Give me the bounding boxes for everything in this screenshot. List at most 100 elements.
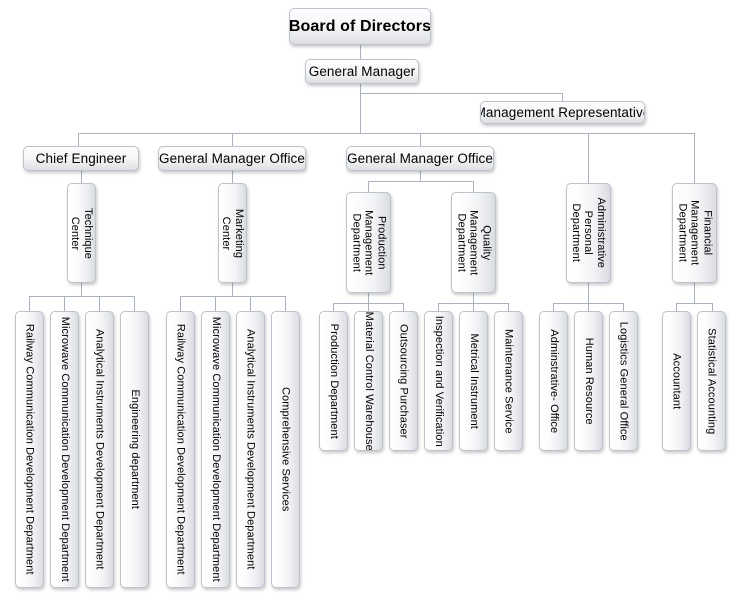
node-production-management-department[interactable]: Production Management Department	[346, 192, 391, 293]
node-label-line: Administrative	[595, 197, 608, 269]
node-leaf-human-resource[interactable]: Human Resource	[574, 311, 603, 451]
node-label-line: Quality	[480, 225, 493, 260]
node-label-line: Technique	[82, 207, 94, 259]
connector-bus-drop-chief	[78, 133, 79, 146]
node-label-rotated: Inspection and Verification	[432, 315, 445, 446]
node-label-rotated: Production Management Department	[350, 210, 387, 275]
connector-group2-drop-4	[285, 296, 286, 311]
connector-group6-bus	[676, 303, 712, 304]
node-leaf-maintenance-service[interactable]: Maintenance Service	[494, 311, 523, 451]
node-label: Chief Engineer	[35, 151, 127, 166]
node-technique-center[interactable]: Technique Center	[67, 183, 96, 283]
node-leaf-comprehensive-services[interactable]: Comprehensive Services	[271, 311, 300, 588]
connector-gmo2-drop-quality	[473, 181, 474, 192]
node-leaf-metrical-instrument[interactable]: Metrical Instrument	[459, 311, 488, 451]
node-label-rotated: Railway Communication Development Depart…	[174, 324, 187, 575]
connector-mgmtrep-drop	[562, 93, 563, 101]
connector-admin-stem	[588, 283, 589, 303]
connector-production-stem	[368, 293, 369, 303]
node-label-line: Financial	[701, 210, 714, 256]
node-marketing-center[interactable]: Marketing Center	[218, 183, 247, 283]
connector-quality-stem	[473, 293, 474, 303]
connector-main-bus	[78, 133, 694, 134]
node-board-of-directors[interactable]: Board of Directors	[289, 8, 431, 45]
node-label-line: Metrical Instrument	[467, 333, 480, 429]
node-label-line: Adminstrative- Office	[547, 329, 560, 433]
node-label-line: Management	[467, 209, 480, 276]
connector-group6-drop-2	[712, 303, 713, 311]
node-leaf-accountant[interactable]: Accountant	[662, 311, 691, 451]
node-general-manager[interactable]: General Manager	[305, 59, 419, 84]
node-label-rotated: Metrical Instrument	[467, 333, 480, 428]
connector-group6-drop-1	[676, 303, 677, 311]
node-leaf-engineering-department[interactable]: Engineering department	[120, 311, 149, 588]
connector-group3-drop-1	[333, 303, 334, 311]
node-leaf-material-control-warehouse[interactable]: Material Control Warehouse	[354, 311, 383, 451]
node-label-rotated: Human Resource	[582, 338, 595, 425]
connector-group4-drop-3	[508, 303, 509, 311]
node-financial-management-department[interactable]: Financial Management Department	[672, 183, 717, 283]
node-leaf-microwave-comm-dev-dept-1[interactable]: Microwave Communication Development Depa…	[50, 311, 79, 588]
node-leaf-microwave-comm-dev-dept-2[interactable]: Microwave Communication Development Depa…	[201, 311, 230, 588]
node-leaf-statistical-accounting[interactable]: Statistical Accounting	[697, 311, 726, 451]
node-label-rotated: Marketing Center	[220, 208, 246, 257]
node-leaf-administrative-office[interactable]: Adminstrative- Office	[539, 311, 568, 451]
node-label-line: Department	[455, 213, 468, 272]
node-label-rotated: Microwave Communication Development Depa…	[58, 317, 71, 582]
node-label-line: Microwave Communication Development Depa…	[209, 316, 222, 583]
node-label-rotated: Maintenance Service	[502, 329, 515, 434]
connector-bus-drop-gmo2	[420, 133, 421, 146]
node-label-rotated: Outsourcing Purchaser	[397, 324, 410, 439]
node-label: General Manager	[308, 64, 416, 79]
connector-board-to-gm	[360, 45, 361, 59]
connector-gm-stem	[360, 84, 361, 133]
connector-group5-drop-1	[553, 303, 554, 311]
node-label-line: Microwave Communication Development Depa…	[58, 316, 71, 583]
node-label-rotated: Material Control Warehouse	[362, 311, 375, 451]
connector-gmo2-stem	[420, 171, 421, 181]
node-label-line: Management	[688, 200, 701, 266]
node-label-rotated: Engineering department	[128, 390, 141, 510]
connector-group1-drop-1	[29, 296, 30, 311]
connector-group2-drop-1	[180, 296, 181, 311]
node-label-rotated: Comprehensive Services	[279, 387, 292, 511]
node-leaf-analytical-instr-dev-dept-2[interactable]: Analytical Instruments Development Depar…	[236, 311, 265, 588]
node-label-rotated: Administrative Personal Department	[570, 197, 608, 269]
node-general-manager-office-2[interactable]: General Manager Office	[346, 146, 494, 171]
node-leaf-inspection-and-verification[interactable]: Inspection and Verification	[424, 311, 453, 451]
connector-group1-drop-2	[64, 296, 65, 311]
node-administrative-personal-department[interactable]: Administrative Personal Department	[566, 183, 611, 283]
node-label-line: Material Control Warehouse	[362, 311, 375, 451]
connector-group5-drop-2	[588, 303, 589, 311]
connector-group1-drop-3	[99, 296, 100, 311]
node-leaf-outsourcing-purchaser[interactable]: Outsourcing Purchaser	[389, 311, 418, 451]
node-label-line: Logistics General Office	[617, 321, 630, 441]
node-leaf-railway-comm-dev-dept-2[interactable]: Railway Communication Development Depart…	[166, 311, 195, 588]
node-quality-management-department[interactable]: Quality Management Department	[451, 192, 496, 293]
node-label-rotated: Accountant	[670, 353, 683, 409]
node-chief-engineer[interactable]: Chief Engineer	[23, 146, 139, 171]
node-general-manager-office-1[interactable]: General Manager Office	[158, 146, 306, 171]
node-label-line: Railway Communication Development Depart…	[174, 324, 187, 575]
connector-bus-drop-financial	[694, 133, 695, 183]
node-label: Management Representative	[480, 105, 645, 120]
node-label-rotated: Railway Communication Development Depart…	[23, 324, 36, 575]
node-leaf-logistics-general-office[interactable]: Logistics General Office	[609, 311, 638, 451]
connector-group4-drop-1	[438, 303, 439, 311]
node-label-rotated: Financial Management Department	[676, 200, 714, 266]
connector-chief-to-technique	[81, 171, 82, 183]
connector-technique-stem	[81, 283, 82, 296]
connector-gmo2-bus	[368, 181, 473, 182]
node-leaf-production-department[interactable]: Production Department	[319, 311, 348, 451]
connector-group1-drop-4	[134, 296, 135, 311]
node-leaf-analytical-instr-dev-dept-1[interactable]: Analytical Instruments Development Depar…	[85, 311, 114, 588]
node-label: Board of Directors	[289, 17, 431, 35]
node-label-line: Center	[220, 216, 233, 250]
node-leaf-railway-comm-dev-dept-1[interactable]: Railway Communication Development Depart…	[15, 311, 44, 588]
node-label-rotated: Logistics General Office	[617, 322, 630, 441]
node-label-line: Maintenance Service	[502, 328, 515, 434]
node-label-line: Department	[350, 213, 363, 272]
node-label-line: Center	[69, 216, 82, 250]
node-management-representative[interactable]: Management Representative	[480, 101, 645, 124]
